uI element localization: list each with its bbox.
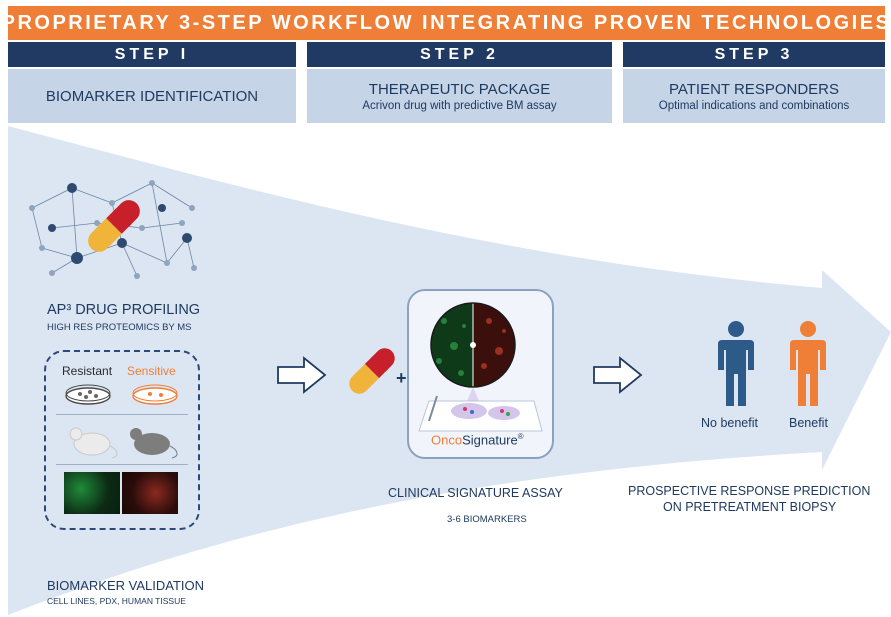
brand-signature: Signature (462, 432, 518, 448)
prediction-line-1: PROSPECTIVE RESPONSE PREDICTION (628, 484, 871, 498)
plus-sign: + (396, 368, 407, 388)
resistant-label: Resistant (62, 364, 113, 378)
right-arrow-icon (593, 356, 643, 394)
mouse-white-icon (69, 427, 118, 459)
sensitive-label: Sensitive (127, 364, 176, 378)
step-3-subtitle: Optimal indications and combinations (658, 99, 850, 112)
step-2-subtitle: Acrivon drug with predictive BM assay (362, 99, 557, 112)
protein-network-illustration (29, 180, 197, 279)
mouse-models (69, 427, 178, 459)
petri-dishes (65, 384, 178, 405)
step-1-box: BIOMARKER IDENTIFICATION (8, 69, 296, 123)
drug-profiling-title: AP³ DRUG PROFILING (47, 302, 201, 318)
mouse-gray-icon (130, 428, 178, 459)
tissue-image-green (64, 472, 120, 514)
validation-subtitle: CELL LINES, PDX, HUMAN TISSUE (47, 596, 186, 606)
workflow-banner: PROPRIETARY 3-STEP WORKFLOW INTEGRATING … (2, 6, 889, 40)
tissue-image-red (122, 472, 178, 514)
step-1-header: STEP I (8, 42, 296, 67)
divider (56, 464, 188, 465)
brand-onco: Onco (431, 432, 463, 448)
step-3-box: PATIENT RESPONDERS Optimal indications a… (623, 69, 885, 123)
person-no-benefit-icon (718, 321, 754, 406)
step-3-title: PATIENT RESPONDERS (668, 80, 840, 98)
no-benefit-label: No benefit (701, 416, 758, 430)
validation-box (44, 350, 200, 530)
validation-title: BIOMARKER VALIDATION (47, 578, 204, 593)
benefit-label: Benefit (789, 416, 828, 430)
divider (56, 414, 188, 415)
step-2-header: STEP 2 (307, 42, 612, 67)
brand-registered-mark: ® (517, 432, 524, 441)
step-2-box: THERAPEUTIC PACKAGE Acrivon drug with pr… (307, 69, 612, 123)
assay-illustration (418, 302, 543, 432)
right-arrow-icon (277, 356, 327, 394)
person-benefit-icon (790, 321, 826, 406)
step-2-title: THERAPEUTIC PACKAGE (368, 80, 551, 98)
drug-profiling-subtitle: HIGH RES PROTEOMICS BY MS (47, 322, 192, 333)
assay-subtitle: 3-6 BIOMARKERS (447, 514, 527, 525)
assay-title: CLINICAL SIGNATURE ASSAY (388, 486, 563, 500)
drug-capsule-icon (349, 348, 395, 394)
petri-dish-resistant-icon (65, 384, 111, 405)
step-1-title: BIOMARKER IDENTIFICATION (45, 87, 259, 105)
oncosignature-brand: OncoSignature® (431, 432, 524, 447)
petri-dish-sensitive-icon (132, 384, 178, 405)
prediction-line-2: ON PRETREATMENT BIOPSY (663, 500, 837, 514)
step-3-header: STEP 3 (623, 42, 885, 67)
